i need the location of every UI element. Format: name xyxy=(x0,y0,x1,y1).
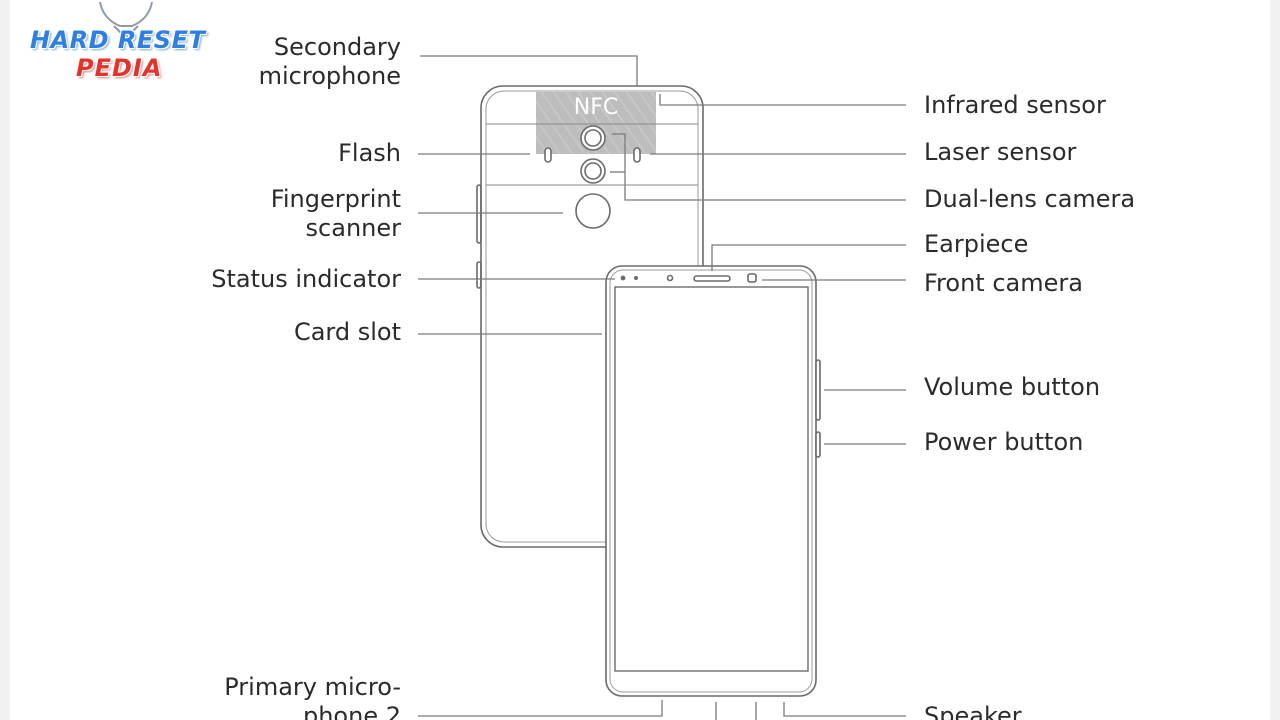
leader-secondary-microphone xyxy=(420,55,638,86)
label-primary-microphone-2-line2: phone 2 xyxy=(302,702,401,720)
bull-horns-icon xyxy=(99,1,153,40)
label-infrared-sensor: Infrared sensor xyxy=(924,91,1106,119)
label-status-indicator: Status indicator xyxy=(211,265,401,293)
front-camera-lens xyxy=(747,273,757,283)
nfc-label: NFC xyxy=(574,95,618,120)
label-front-camera: Front camera xyxy=(924,269,1083,297)
back-side-button-lower xyxy=(476,261,482,289)
phone-screen xyxy=(614,286,809,672)
label-volume-button: Volume button xyxy=(924,373,1101,401)
camera-lens-top-inner xyxy=(584,129,602,147)
leader-primary-microphone-2 xyxy=(418,700,663,717)
camera-lens-bottom-inner xyxy=(584,162,602,180)
flash-led-right xyxy=(633,147,641,163)
label-dual-lens-camera: Dual-lens camera xyxy=(924,185,1136,213)
fingerprint-scanner-sensor xyxy=(575,193,611,229)
label-secondary-microphone-line1: Secondary xyxy=(273,33,401,61)
label-card-slot: Card slot xyxy=(293,318,401,346)
front-proximity-sensor xyxy=(666,274,674,282)
label-fingerprint-scanner-line1: Fingerprint xyxy=(270,185,401,213)
back-side-button-upper xyxy=(476,184,482,244)
label-fingerprint-scanner: Fingerprint scanner xyxy=(271,185,401,243)
leader-earpiece xyxy=(711,244,906,271)
label-primary-microphone-2-line1: Primary micro- xyxy=(224,673,401,701)
power-key xyxy=(815,431,821,458)
logo-line1: HARD RESET xyxy=(30,26,206,54)
label-flash: Flash xyxy=(338,139,401,167)
phone-front-inner-edge xyxy=(609,269,813,693)
hard-reset-pedia-logo: HARD RESET PEDIA xyxy=(22,0,222,84)
label-earpiece: Earpiece xyxy=(924,230,1029,258)
leader-dual-lens-camera xyxy=(612,133,906,201)
label-primary-microphone-2: Primary micro- phone 2 xyxy=(224,673,401,720)
phone-front xyxy=(605,265,821,697)
flash-led-left xyxy=(544,147,552,163)
earpiece-grille xyxy=(693,275,731,282)
label-secondary-microphone-line2: microphone xyxy=(258,62,401,90)
volume-rocker xyxy=(815,359,821,421)
front-sensor-dot xyxy=(633,275,638,280)
label-laser-sensor: Laser sensor xyxy=(924,138,1077,166)
label-speaker: Speaker xyxy=(924,702,1022,720)
label-secondary-microphone: Secondary microphone xyxy=(259,33,401,91)
leader-speaker xyxy=(783,702,906,717)
leader-lines xyxy=(418,55,906,720)
camera-module xyxy=(544,125,641,229)
status-indicator-led xyxy=(620,275,626,281)
leader-infrared-sensor xyxy=(659,94,906,106)
label-fingerprint-scanner-line2: scanner xyxy=(305,214,401,242)
logo-line2: PEDIA xyxy=(76,54,163,82)
label-power-button: Power button xyxy=(924,428,1084,456)
